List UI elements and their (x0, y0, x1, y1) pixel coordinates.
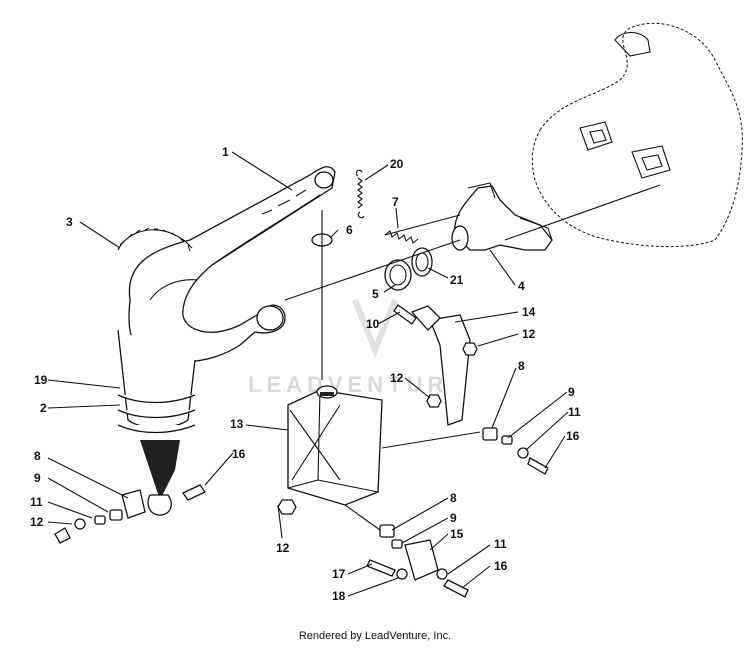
watermark: LEADVENTURE (248, 298, 468, 397)
callout-6: 6 (346, 223, 353, 237)
callout-12-bottom: 12 (276, 541, 290, 555)
callout-9-bottom: 9 (450, 511, 457, 525)
callout-17: 17 (332, 567, 346, 581)
callout-9-left: 9 (34, 471, 41, 485)
footer-credit: Rendered by LeadVenture, Inc. (298, 630, 452, 642)
callout-9-right: 9 (568, 385, 575, 399)
callout-12-upper: 12 (522, 327, 536, 341)
spring-part-7 (384, 230, 419, 244)
callout-3: 3 (66, 215, 73, 229)
callout-16-left: 16 (232, 447, 246, 461)
hardware (54, 304, 549, 598)
callout-12-mid: 12 (390, 371, 404, 385)
callout-11-bottom: 11 (494, 537, 507, 551)
callout-1: 1 (222, 145, 229, 159)
exhaust-pipe-part-1 (117, 166, 336, 516)
callout-8-bottom: 8 (450, 491, 457, 505)
spring-part-3 (117, 227, 193, 252)
gasket-part-5 (384, 259, 412, 291)
callout-5: 5 (372, 287, 379, 301)
silencer-box-part-13 (287, 385, 383, 506)
callout-8-left: 8 (34, 449, 41, 463)
bracket-part-14 (429, 314, 471, 426)
gasket-part-21 (411, 247, 433, 277)
spring-part-20 (355, 169, 365, 219)
callout-4: 4 (518, 279, 525, 293)
callout-labels: 1 20 3 6 7 4 21 5 14 10 12 8 19 12 2 9 1… (30, 145, 581, 603)
callout-21: 21 (450, 273, 464, 287)
callout-15: 15 (450, 527, 464, 541)
engine-outline (531, 22, 743, 248)
leader-lines (47, 151, 661, 597)
callout-20: 20 (390, 157, 404, 171)
callout-13: 13 (230, 417, 244, 431)
callout-10: 10 (366, 317, 380, 331)
callout-8-right: 8 (518, 359, 525, 373)
callout-16-right: 16 (566, 429, 580, 443)
plate-part-10 (410, 305, 441, 331)
callout-11-left: 11 (30, 495, 43, 509)
callout-19: 19 (34, 373, 48, 387)
exhaust-manifold-part-4 (451, 182, 553, 251)
callout-18: 18 (332, 589, 346, 603)
callout-7: 7 (392, 195, 399, 209)
watermark-text: LEADVENTURE (248, 372, 468, 397)
callout-14: 14 (522, 305, 536, 319)
callout-12-left: 12 (30, 515, 44, 529)
callout-11-right: 11 (568, 405, 581, 419)
callout-2: 2 (40, 401, 47, 415)
callout-16-bottom: 16 (494, 559, 508, 573)
